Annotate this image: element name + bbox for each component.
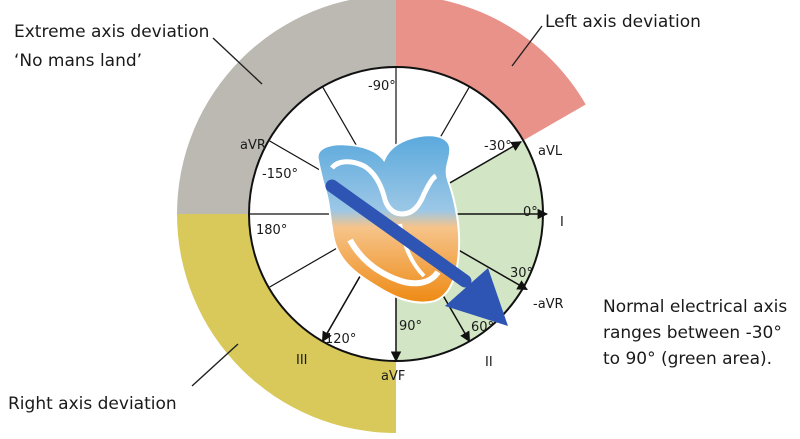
normal-axis-label-line3: to 90° (green area). <box>603 349 772 369</box>
normal-axis-label-line2: ranges between -30° <box>603 323 782 343</box>
lead-label-neg-avr: -aVR <box>533 297 564 312</box>
angle-label-neg30: -30° <box>484 139 512 154</box>
extreme-deviation-label-line2: ‘No mans land’ <box>14 51 142 71</box>
right-deviation-sector <box>177 214 396 433</box>
lead-label-ii: II <box>485 355 493 370</box>
mean-axis-arrow <box>325 179 508 326</box>
left-deviation-sector <box>396 0 586 141</box>
angle-label-120: 120° <box>325 332 356 347</box>
lead-label-iii: III <box>296 353 308 368</box>
normal-axis-label-line1: Normal electrical axis <box>603 297 787 317</box>
angle-label-30: 30° <box>510 266 533 281</box>
angle-label-0: 0° <box>523 205 538 220</box>
angle-label-180: 180° <box>256 223 287 238</box>
right-deviation-label: Right axis deviation <box>8 394 177 414</box>
lead-label-avl: aVL <box>538 144 563 159</box>
lead-label-i: I <box>560 215 564 230</box>
extreme-deviation-sector <box>177 0 396 214</box>
lead-label-avf: aVF <box>381 369 405 384</box>
lead-label-avr: aVR <box>240 138 266 153</box>
angle-label-60: 60° <box>471 320 494 335</box>
left-deviation-label: Left axis deviation <box>545 12 701 32</box>
angle-label-90: 90° <box>399 319 422 334</box>
extreme-deviation-label-line1: Extreme axis deviation <box>14 22 209 42</box>
angle-label-neg150: -150° <box>262 167 298 182</box>
angle-label-neg90: -90° <box>368 79 396 94</box>
callout-lines <box>191 25 543 387</box>
